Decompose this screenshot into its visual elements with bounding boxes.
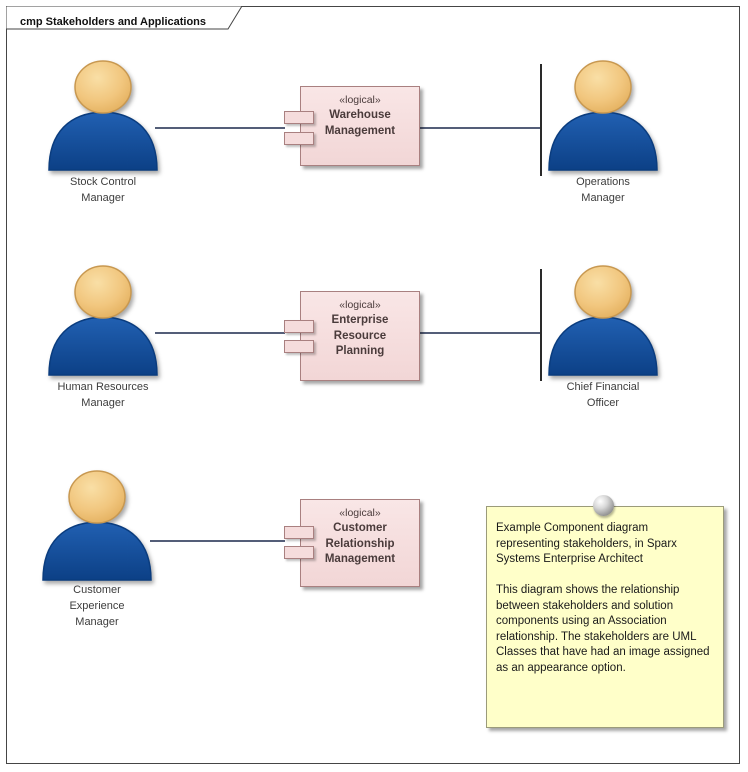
component-port xyxy=(284,340,314,353)
actor-label-chief-financial-officer: Chief Financial Officer xyxy=(566,381,640,409)
component-name: Customer Relationship Management xyxy=(324,522,396,565)
association-line xyxy=(420,332,541,334)
person-icon[interactable] xyxy=(546,60,660,172)
diagram-frame xyxy=(6,6,740,764)
person-icon[interactable] xyxy=(46,265,160,377)
association-line xyxy=(150,540,285,542)
person-icon[interactable] xyxy=(46,60,160,172)
association-line xyxy=(155,127,285,129)
component-port xyxy=(284,320,314,333)
person-icon[interactable] xyxy=(546,265,660,377)
association-line xyxy=(420,127,541,129)
component-name: Warehouse Management xyxy=(324,109,396,137)
component-warehouse-management[interactable]: «logical» Warehouse Management xyxy=(284,86,420,166)
person-icon[interactable] xyxy=(40,470,154,582)
actor-label-customer-experience-manager: Customer Experience Manager xyxy=(69,584,125,628)
actor-boundary-line xyxy=(540,269,542,381)
component-port xyxy=(284,132,314,145)
actor-label-stock-control-manager: Stock Control Manager xyxy=(69,176,137,204)
frame-tab-label: cmp Stakeholders and Applications xyxy=(20,16,207,28)
note-text: Example Component diagram representing s… xyxy=(496,522,710,674)
actor-label-human-resources-manager: Human Resources Manager xyxy=(57,381,149,409)
actor-label-operations-manager: Operations Manager xyxy=(576,176,630,204)
frame-tab-shape xyxy=(5,5,243,30)
component-stereotype: «logical» xyxy=(339,299,381,311)
component-enterprise-resource-planning[interactable]: «logical» Enterprise Resource Planning xyxy=(284,291,420,381)
component-stereotype: «logical» xyxy=(339,94,381,106)
component-port xyxy=(284,111,314,124)
diagram-note[interactable]: Example Component diagram representing s… xyxy=(486,506,724,728)
association-line xyxy=(155,332,285,334)
component-port xyxy=(284,526,314,539)
component-port xyxy=(284,546,314,559)
component-stereotype: «logical» xyxy=(339,507,381,519)
frame-tab: cmp Stakeholders and Applications xyxy=(5,5,244,30)
actor-boundary-line xyxy=(540,64,542,176)
component-customer-relationship-management[interactable]: «logical» Customer Relationship Manageme… xyxy=(284,499,420,587)
pin-sphere-icon xyxy=(593,495,614,516)
component-name: Enterprise Resource Planning xyxy=(331,314,389,357)
